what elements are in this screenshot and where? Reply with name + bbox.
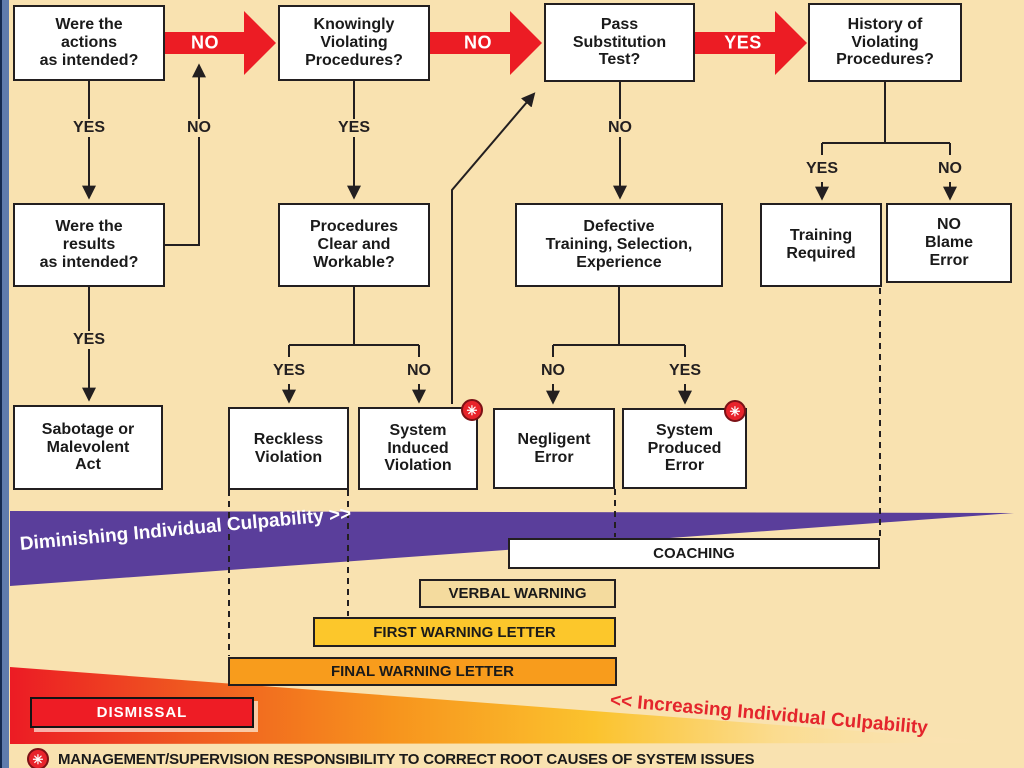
final-warning-letter-bar: FINAL WARNING LETTER xyxy=(228,657,617,686)
node-knowingly-violating-procedures: Knowingly Violating Procedures? xyxy=(278,5,430,81)
dismissal-bar: DISMISSAL xyxy=(30,697,254,728)
connector-defective-split xyxy=(552,287,686,357)
label-procedures-yes: YES xyxy=(268,362,310,380)
left-border-dark xyxy=(0,0,2,768)
arrow-label-no-2: NO xyxy=(464,32,492,53)
connector-system-induced-to-pass xyxy=(451,92,536,404)
label-history-yes: YES xyxy=(801,160,843,178)
node-negligent-error: Negligent Error xyxy=(493,408,615,489)
label-pass-no: NO xyxy=(604,119,636,137)
arrow-label-no-1: NO xyxy=(191,32,219,53)
connector-results-no-feedback xyxy=(165,63,206,246)
footnote: ✳ MANAGEMENT/SUPERVISION RESPONSIBILITY … xyxy=(27,748,755,768)
node-system-produced-error: System Produced Error xyxy=(622,408,747,489)
node-pass-substitution-test: Pass Substitution Test? xyxy=(544,3,695,82)
no-arrow-knowingly-to-pass xyxy=(430,11,542,75)
no-arrow-actions-to-knowingly xyxy=(164,11,276,75)
node-procedures-clear-workable: Procedures Clear and Workable? xyxy=(278,203,430,287)
label-knowingly-yes: YES xyxy=(333,119,375,137)
system-issue-asterisk-icon: ✳ xyxy=(724,400,746,422)
system-issue-asterisk-icon: ✳ xyxy=(27,748,49,768)
label-results-yes: YES xyxy=(68,331,110,349)
verbal-warning-bar: VERBAL WARNING xyxy=(419,579,616,608)
node-no-blame-error: NO Blame Error xyxy=(886,203,1012,283)
label-history-no: NO xyxy=(934,160,966,178)
node-system-induced-violation: System Induced Violation xyxy=(358,407,478,490)
increasing-culpability-wedge xyxy=(10,667,1018,744)
dashed-guides xyxy=(228,288,881,656)
node-training-required: Training Required xyxy=(760,203,882,287)
label-defective-yes: YES xyxy=(664,362,706,380)
coaching-bar: COACHING xyxy=(508,538,880,569)
node-were-actions-intended: Were the actions as intended? xyxy=(13,5,165,81)
connector-history-split xyxy=(821,82,951,155)
left-border-blue xyxy=(2,0,9,768)
system-issue-asterisk-icon: ✳ xyxy=(461,399,483,421)
footnote-text: MANAGEMENT/SUPERVISION RESPONSIBILITY TO… xyxy=(58,750,755,768)
node-history-violating-procedures: History of Violating Procedures? xyxy=(808,3,962,82)
connector-procedures-split xyxy=(288,287,420,357)
label-defective-no: NO xyxy=(537,362,569,380)
yes-arrow-pass-to-history xyxy=(695,11,807,75)
node-reckless-violation: Reckless Violation xyxy=(228,407,349,490)
label-feedback-no: NO xyxy=(183,119,215,137)
node-defective-training-selection-experience: Defective Training, Selection, Experienc… xyxy=(515,203,723,287)
arrow-label-yes-3: YES xyxy=(724,32,762,53)
first-warning-letter-bar: FIRST WARNING LETTER xyxy=(313,617,616,647)
label-procedures-no: NO xyxy=(403,362,435,380)
solid-connectors xyxy=(82,63,957,405)
node-sabotage-malevolent-act: Sabotage or Malevolent Act xyxy=(13,405,163,490)
label-actions-yes: YES xyxy=(68,119,110,137)
node-were-results-intended: Were the results as intended? xyxy=(13,203,165,287)
